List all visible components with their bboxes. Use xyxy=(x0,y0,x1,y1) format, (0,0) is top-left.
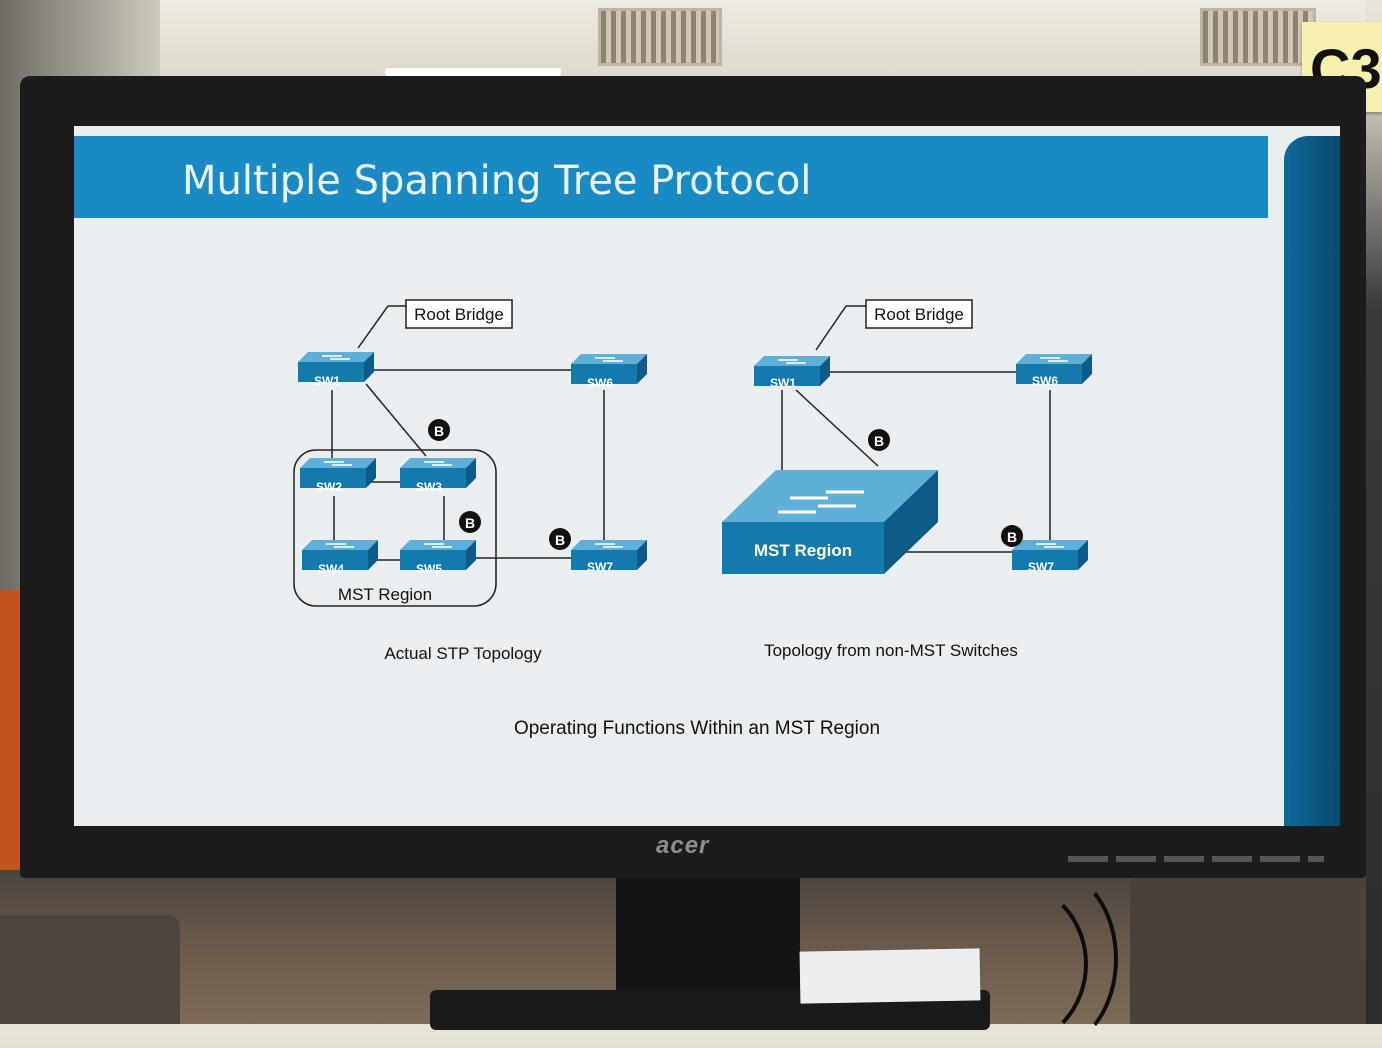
blocked-port-marker-label: B xyxy=(465,515,475,531)
blocked-port-marker xyxy=(549,528,571,550)
desk-left xyxy=(0,915,180,1024)
slide-right-band xyxy=(1284,136,1340,826)
root-bridge-label: Root Bridge xyxy=(874,305,964,324)
mst-region-block-icon xyxy=(722,470,938,574)
ceiling-vent xyxy=(1200,8,1316,66)
switch-label: SW6 xyxy=(1032,374,1058,388)
slide-title-bar: Multiple Spanning Tree Protocol xyxy=(74,136,1268,218)
left-diagram-caption: Actual STP Topology xyxy=(384,644,542,663)
switch-label: SW5 xyxy=(416,562,442,576)
mst-region-label: MST Region xyxy=(338,585,432,604)
right-diagram: Root Bridge MST Region SW1 SW6 SW7 B B T… xyxy=(722,299,1093,660)
switch-label: SW7 xyxy=(587,560,613,574)
ceiling-light xyxy=(385,68,561,76)
switch-label: SW1 xyxy=(314,374,340,388)
right-diagram-caption: Topology from non-MST Switches xyxy=(764,641,1018,660)
mst-region-block-label: MST Region xyxy=(754,541,852,560)
desk-right xyxy=(1130,872,1366,1024)
mst-region-box xyxy=(293,449,497,607)
blocked-port-marker xyxy=(1001,525,1023,547)
slide-diagrams: Root Bridge MST Region SW1 SW2 SW3 SW4 S… xyxy=(293,299,1093,739)
monitor-brand-logo: acer xyxy=(656,832,710,859)
monitor-stand xyxy=(616,870,800,1000)
monitor-buttons[interactable] xyxy=(1068,856,1324,862)
blocked-port-marker xyxy=(428,419,450,441)
switch-label: SW1 xyxy=(770,376,796,390)
ceiling-vent xyxy=(598,8,722,66)
root-bridge-box xyxy=(865,299,973,329)
blocked-port-marker-label: B xyxy=(555,532,565,548)
blocked-port-marker xyxy=(459,511,481,533)
cable xyxy=(990,870,1118,1048)
root-bridge-label: Root Bridge xyxy=(414,305,504,324)
slide-title: Multiple Spanning Tree Protocol xyxy=(182,158,812,204)
blocked-port-marker-label: B xyxy=(874,433,884,449)
switch-label: SW4 xyxy=(318,562,344,576)
left-diagram: Root Bridge MST Region SW1 SW2 SW3 SW4 S… xyxy=(293,299,648,663)
blocked-port-marker-label: B xyxy=(434,423,444,439)
switch-label: SW6 xyxy=(587,376,613,390)
screen: Multiple Spanning Tree Protocol xyxy=(74,126,1340,826)
switch-label: SW2 xyxy=(316,480,342,494)
slide-caption: Operating Functions Within an MST Region xyxy=(514,718,880,739)
blocked-port-marker-label: B xyxy=(1007,529,1017,545)
switch-label: SW3 xyxy=(416,480,442,494)
blocked-port-marker xyxy=(868,429,890,451)
root-bridge-box xyxy=(405,299,513,329)
switch-label: SW7 xyxy=(1028,560,1054,574)
